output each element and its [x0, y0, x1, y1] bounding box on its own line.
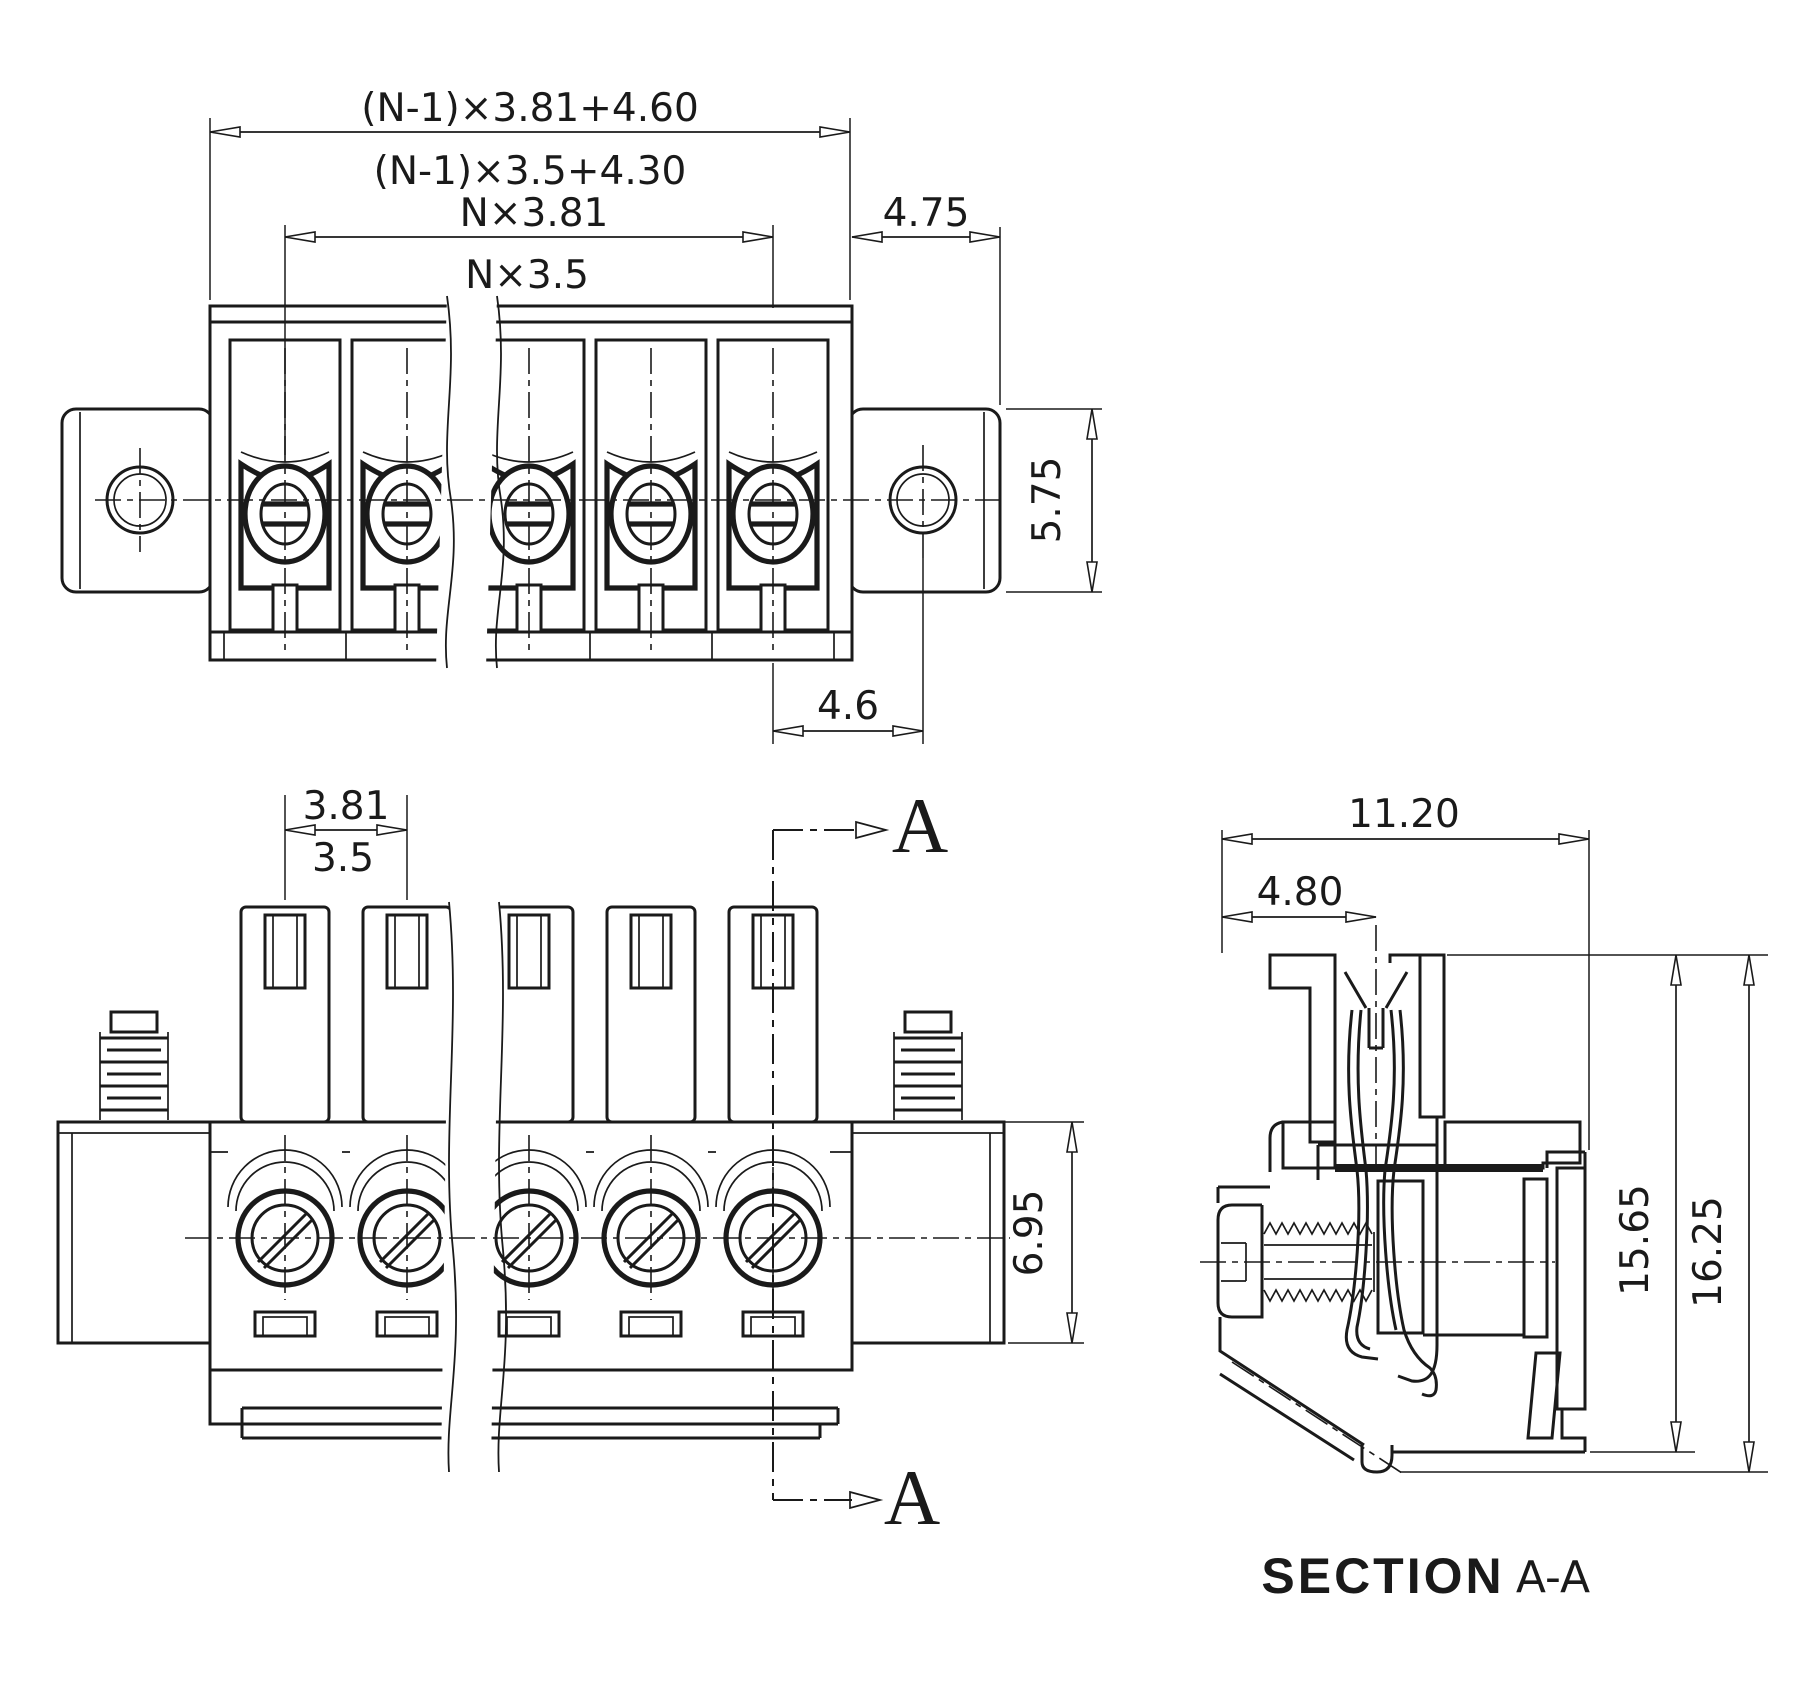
dim-contact-offset-label: 4.80 — [1257, 870, 1344, 915]
screw-thread — [1263, 1221, 1373, 1236]
dim-flange-ext-label: 4.75 — [883, 191, 970, 236]
dim-hole-offset-label: 4.6 — [817, 684, 879, 729]
dim-height-overall: 16.25 — [1400, 954, 1768, 1473]
section-arrow-top — [855, 820, 890, 840]
right-mounting-stud — [892, 1010, 964, 1122]
contact-seam — [1335, 1164, 1543, 1172]
section-letter-top: A — [892, 782, 948, 869]
dim-height-inner-label: 15.65 — [1613, 1184, 1658, 1296]
dim-pitch-front-b: 3.5 — [312, 836, 374, 881]
dim-contact-offset: 4.80 — [1221, 870, 1377, 923]
terminal-pole-top-4 — [596, 340, 706, 652]
section-outline — [1216, 953, 1587, 1474]
dim-section-width: 11.20 — [1221, 792, 1590, 1150]
dim-pitch-total: N×3.81 N×3.5 — [284, 191, 774, 455]
dim-overall-width: (N-1)×3.81+4.60 (N-1)×3.5+4.30 — [209, 86, 851, 300]
dim-pitch-front: 3.81 3.5 — [284, 784, 408, 900]
top-view: (N-1)×3.81+4.60 (N-1)×3.5+4.30 N×3.81 N×… — [60, 86, 1102, 744]
left-mounting-stud — [98, 1010, 170, 1122]
dim-height-inner: 15.65 — [1447, 954, 1768, 1453]
dim-pitch-total-b: N×3.5 — [465, 253, 589, 298]
section-right-wall — [1555, 1166, 1587, 1411]
dim-flange-height: 5.75 — [1006, 408, 1102, 593]
clamp-nut — [1376, 1179, 1425, 1335]
section-caption-ref: A-A — [1516, 1552, 1590, 1603]
left-flange-block — [56, 1120, 212, 1345]
section-left-wall — [1268, 953, 1337, 1144]
dim-height-overall-label: 16.25 — [1686, 1196, 1731, 1308]
clamp-screw — [1216, 1203, 1375, 1319]
bottom-skirt — [240, 1406, 840, 1440]
section-caption: SECTION A-A — [1261, 1548, 1590, 1604]
dim-body-height: 6.95 — [858, 1121, 1084, 1344]
section-view: 11.20 4.80 15.65 16.25 SECTION A-A — [1200, 792, 1768, 1604]
section-cavity-wall — [1418, 953, 1446, 1119]
right-flange-block — [850, 1120, 1006, 1345]
terminal-pole-top-5 — [718, 340, 828, 652]
section-arrow-bottom — [849, 1490, 884, 1510]
contact-spring — [1343, 971, 1438, 1398]
dim-pitch-front-a: 3.81 — [303, 784, 390, 829]
section-letter-bottom: A — [884, 1454, 940, 1541]
dim-pitch-total-a: N×3.81 — [460, 191, 609, 236]
wire-cage — [1316, 1143, 1439, 1383]
dim-hole-offset: 4.6 — [772, 663, 924, 744]
dim-overall-b: (N-1)×3.5+4.30 — [374, 149, 687, 194]
front-view: 3.81 3.5 A A 6.95 — [56, 782, 1084, 1541]
section-cut-line: A A — [772, 782, 948, 1541]
section-caption-word: SECTION — [1261, 1548, 1504, 1604]
dim-section-width-label: 11.20 — [1348, 792, 1460, 837]
dim-flange-height-label: 5.75 — [1025, 457, 1070, 544]
dim-flange-extension: 4.75 — [851, 191, 1001, 405]
break-lines-front — [441, 901, 507, 1473]
dim-overall-a: (N-1)×3.81+4.60 — [361, 86, 699, 131]
section-top-flange — [1443, 1120, 1582, 1170]
dim-body-height-label: 6.95 — [1007, 1190, 1052, 1277]
